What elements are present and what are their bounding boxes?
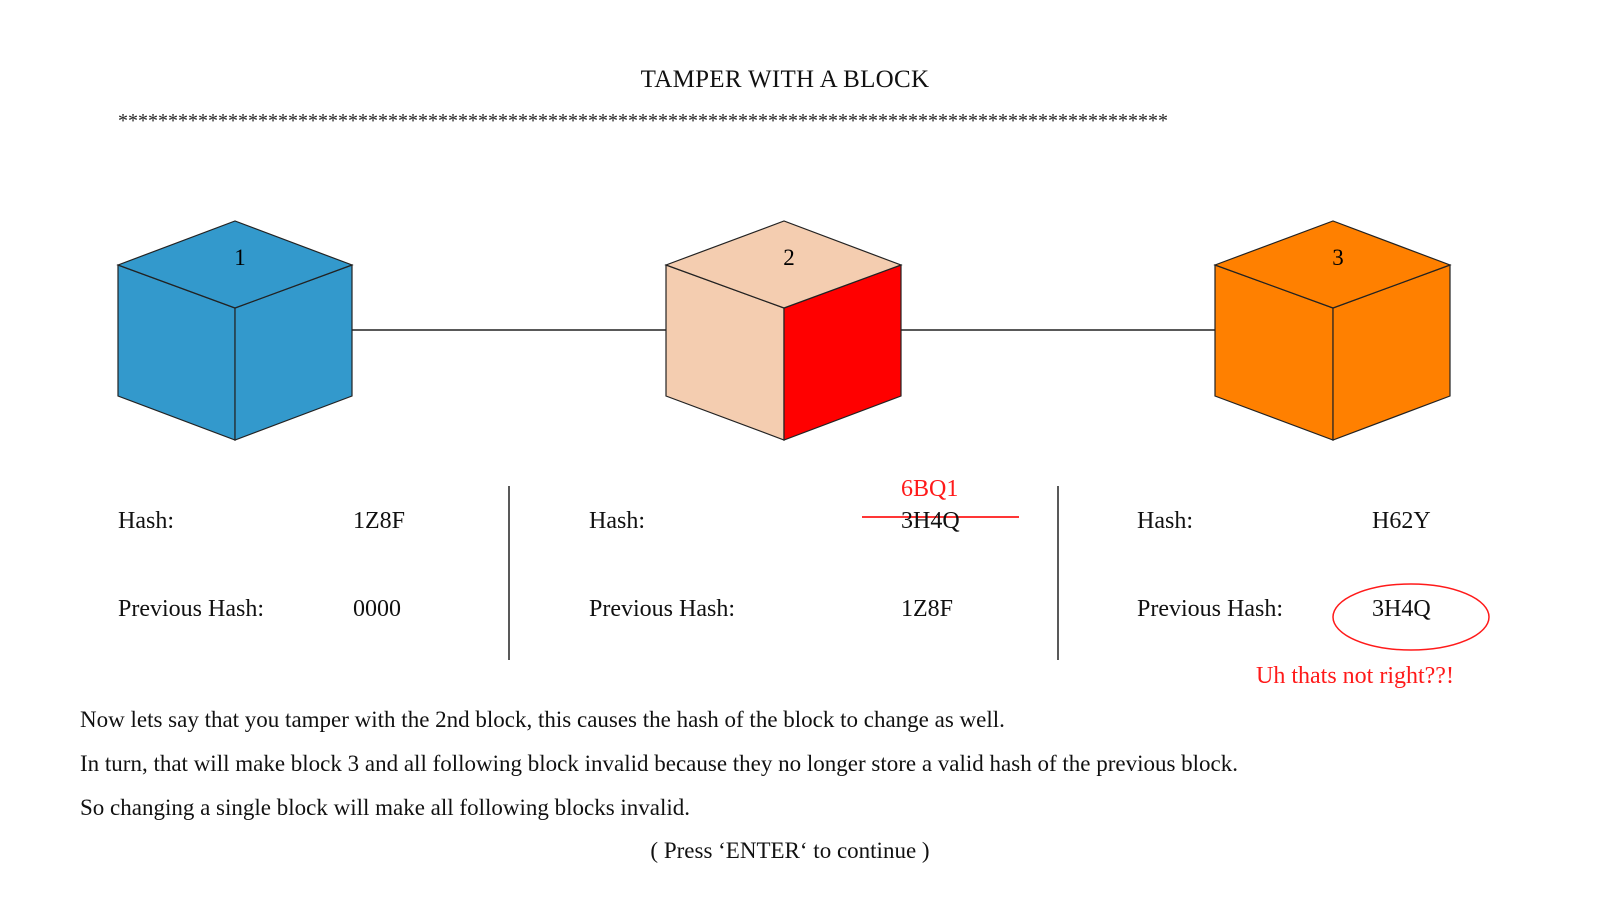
page-title: TAMPER WITH A BLOCK — [640, 66, 930, 93]
block-3-number: 3 — [1332, 245, 1344, 270]
block-2-prev-hash-value: 1Z8F — [901, 596, 954, 622]
block-2-prev-hash-label: Previous Hash: — [589, 596, 735, 622]
block-2-cube: 2 — [664, 220, 903, 441]
block-3-hash-value: H62Y — [1372, 508, 1431, 534]
explanation-line-1: Now lets say that you tamper with the 2n… — [80, 707, 1005, 732]
block-3-cube: 3 — [1213, 220, 1452, 441]
separator-line: ****************************************… — [118, 110, 1168, 132]
block-2-new-hash-value: 6BQ1 — [901, 476, 959, 502]
block-1-number: 1 — [234, 245, 246, 270]
mismatch-highlight-ellipse — [1332, 583, 1490, 651]
explanation-line-2: In turn, that will make block 3 and all … — [80, 751, 1239, 776]
block-3-prev-hash-label: Previous Hash: — [1137, 596, 1283, 622]
block-2-old-hash-value: 3H4Q — [901, 508, 960, 534]
block-2-hash-label: Hash: — [589, 508, 645, 534]
block-1-hash-value: 1Z8F — [353, 508, 406, 534]
continue-prompt: ( Press ‘ENTER‘ to continue ) — [650, 838, 930, 863]
block-1-cube: 1 — [116, 220, 354, 441]
block-3-hash-label: Hash: — [1137, 508, 1193, 534]
block-3-warning: Uh thats not right??! — [1256, 663, 1454, 689]
block-1-prev-hash-value: 0000 — [353, 596, 401, 622]
block-1-prev-hash-label: Previous Hash: — [118, 596, 264, 622]
block-1-hash-label: Hash: — [118, 508, 174, 534]
explanation-line-3: So changing a single block will make all… — [80, 795, 691, 820]
block-3-prev-hash-value: 3H4Q — [1372, 596, 1431, 622]
block-2-number: 2 — [783, 245, 795, 270]
